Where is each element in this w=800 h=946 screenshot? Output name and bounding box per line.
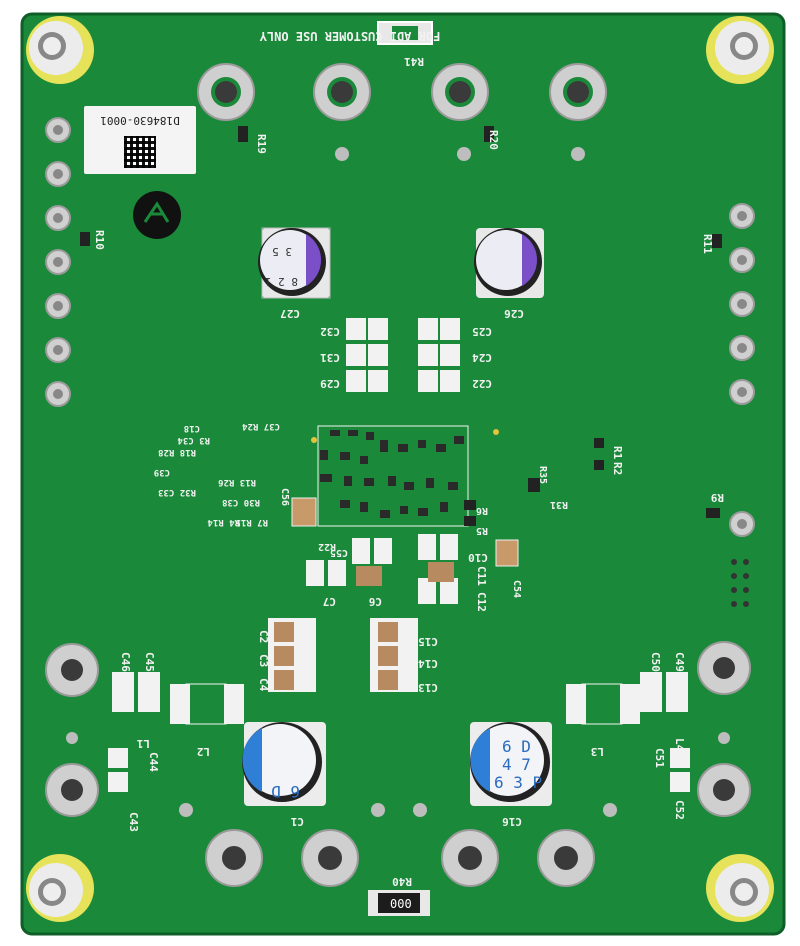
cap-marking-top-2: 8 2 1 xyxy=(265,275,298,288)
label-c46: C46 xyxy=(119,652,132,672)
pads-right-lower xyxy=(566,672,690,792)
cap-marking-bottom-c1: 6 D xyxy=(271,782,300,801)
label-r31: R31 xyxy=(550,499,568,510)
label-l4: L4 xyxy=(673,738,686,752)
svg-text:C39: C39 xyxy=(154,467,170,477)
label-r40: R40 xyxy=(392,875,412,888)
label-c31: C31 xyxy=(320,351,340,364)
controller-area xyxy=(320,430,464,518)
silk-cluster: C18 R3 C34 R18 R28 C39 R32 C33 R4 R14 R7… xyxy=(154,421,280,527)
label-c22: C22 xyxy=(472,377,492,390)
svg-text:R7 R15: R7 R15 xyxy=(235,517,268,527)
label-c51: C51 xyxy=(653,748,666,768)
label-c15: C15 xyxy=(418,635,438,648)
capacitor-c16 xyxy=(470,722,552,806)
svg-text:R4 R14: R4 R14 xyxy=(207,517,240,527)
serial-label: D184630-0001 xyxy=(100,114,180,127)
standoff-bottom-right xyxy=(706,854,774,922)
svg-text:R3 C34: R3 C34 xyxy=(177,435,210,445)
resistor-code: 000 xyxy=(390,897,412,911)
svg-text:C18: C18 xyxy=(184,423,200,433)
capacitor-c26 xyxy=(474,228,544,298)
label-c43: C43 xyxy=(127,812,140,832)
label-c16: C16 xyxy=(502,815,522,828)
label-r11: R11 xyxy=(701,234,714,254)
cap-group-left-mid xyxy=(306,538,392,586)
label-c10: C10 xyxy=(468,551,488,564)
label-r10: R10 xyxy=(93,230,106,250)
label-c3: C3 xyxy=(257,654,270,667)
standoff-top-right xyxy=(706,16,774,84)
pcb-substrate xyxy=(22,14,784,934)
label-c7: C7 xyxy=(323,595,336,608)
label-r41: R41 xyxy=(404,55,424,68)
label-c24: C24 xyxy=(472,351,492,364)
label-c25: C25 xyxy=(472,325,492,338)
label-l2: L2 xyxy=(197,745,210,758)
label-c12: C12 xyxy=(475,592,488,612)
label-c56: C56 xyxy=(279,488,290,506)
standoff-top-left xyxy=(26,16,94,84)
label-c13: C13 xyxy=(418,681,438,694)
cap-marking-bottom-c16: 6 D xyxy=(502,737,531,756)
svg-text:C37 R24: C37 R24 xyxy=(241,421,280,431)
label-c29: C29 xyxy=(320,377,340,390)
label-c52: C52 xyxy=(673,800,686,820)
cap-pad-array-left xyxy=(346,318,388,392)
label-r20: R20 xyxy=(487,130,500,150)
label-c26: C26 xyxy=(504,307,524,320)
label-c11: C11 xyxy=(475,566,488,586)
label-c1: C1 xyxy=(290,815,304,828)
label-l3: L3 xyxy=(591,745,604,758)
label-r6: R6 xyxy=(476,505,488,516)
label-c14: C14 xyxy=(418,657,438,670)
label-r19: R19 xyxy=(255,134,268,154)
standoff-bottom-left xyxy=(26,854,94,922)
cap-pad-array-right xyxy=(418,318,460,392)
capacitor-c27 xyxy=(258,227,331,299)
label-c50: C50 xyxy=(649,652,662,672)
serial-sticker: D184630-0001 xyxy=(84,106,196,174)
label-r9: R9 xyxy=(711,491,724,504)
cap-marking-bottom-c16-3: 6 3 P xyxy=(494,773,542,792)
header-text: FOR ADI CUSTOMER USE ONLY xyxy=(259,29,440,43)
label-c32: C32 xyxy=(320,325,340,338)
label-l1: L1 xyxy=(136,737,150,750)
label-r5: R5 xyxy=(476,525,488,536)
svg-text:R32 C33: R32 C33 xyxy=(158,487,196,497)
label-c49: C49 xyxy=(673,652,686,672)
header-connector xyxy=(731,559,749,607)
svg-text:R18 R28: R18 R28 xyxy=(158,447,196,457)
resistor-r40 xyxy=(368,890,430,916)
label-c54: C54 xyxy=(511,580,522,598)
cap-marking-bottom-c16-2: 4 7 xyxy=(502,755,531,774)
cap-group-right-mid xyxy=(418,534,458,604)
capacitor-c56 xyxy=(291,497,317,527)
label-r1: R1 xyxy=(611,446,624,460)
label-c45: C45 xyxy=(143,652,156,672)
label-c55: C55 xyxy=(330,547,348,558)
label-r22: R22 xyxy=(318,541,336,552)
svg-text:R13 R26: R13 R26 xyxy=(218,477,256,487)
label-r2: R2 xyxy=(611,462,624,475)
qr-code-icon xyxy=(124,136,156,168)
svg-text:R30 C38: R30 C38 xyxy=(222,497,260,507)
cap-column-left xyxy=(268,618,316,692)
capacitor-c1 xyxy=(242,722,326,806)
cap-marking-top-1: 3 5 xyxy=(272,245,292,258)
label-c44: C44 xyxy=(147,752,160,772)
label-c6: C6 xyxy=(368,595,382,608)
pads-left-lower xyxy=(108,672,244,792)
label-r35: R35 xyxy=(537,466,548,484)
label-c2: C2 xyxy=(257,630,270,643)
label-c27: C27 xyxy=(280,307,300,320)
cap-column-right xyxy=(370,618,418,692)
label-c4: C4 xyxy=(257,678,270,692)
